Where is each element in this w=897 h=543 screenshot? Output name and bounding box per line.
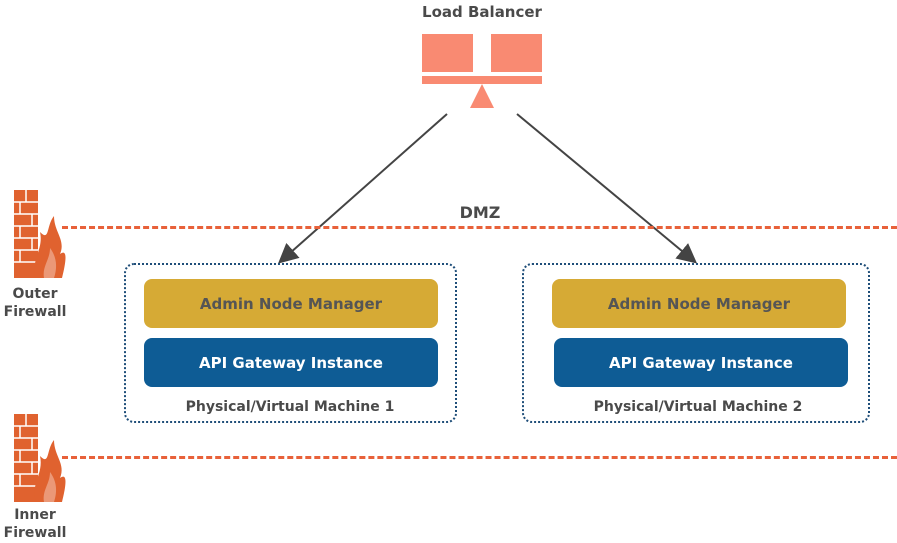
load-balancer-icon [422,34,542,108]
inner-firewall-icon [14,414,66,502]
dmz-inner-boundary-line [62,456,897,459]
machine-2-label: Physical/Virtual Machine 2 [593,399,803,415]
outer-firewall-icon [14,190,66,278]
machine-2-admin-node-manager: Admin Node Manager [552,279,846,328]
machine-1-admin-node-manager: Admin Node Manager [144,279,438,328]
machine-1-container [124,263,457,423]
arrow-to-machine-2 [516,113,698,264]
arrow-to-machine-1 [278,113,448,264]
machine-1-api-gateway-instance: API Gateway Instance [144,338,438,387]
inner-firewall-label: Inner Firewall [0,506,70,542]
machine-2-container [522,263,870,423]
outer-firewall-label: Outer Firewall [0,285,70,321]
machine-1-label: Physical/Virtual Machine 1 [185,399,395,415]
dmz-outer-boundary-line [62,226,897,229]
dmz-label: DMZ [459,203,501,222]
machine-2-api-gateway-instance: API Gateway Instance [554,338,848,387]
inner-firewall-label-line1: Inner [14,507,56,523]
inner-firewall-label-line2: Firewall [3,525,67,541]
outer-firewall-label-line1: Outer [12,286,58,302]
load-balancer-label: Load Balancer [422,3,542,21]
outer-firewall-label-line2: Firewall [3,304,67,320]
